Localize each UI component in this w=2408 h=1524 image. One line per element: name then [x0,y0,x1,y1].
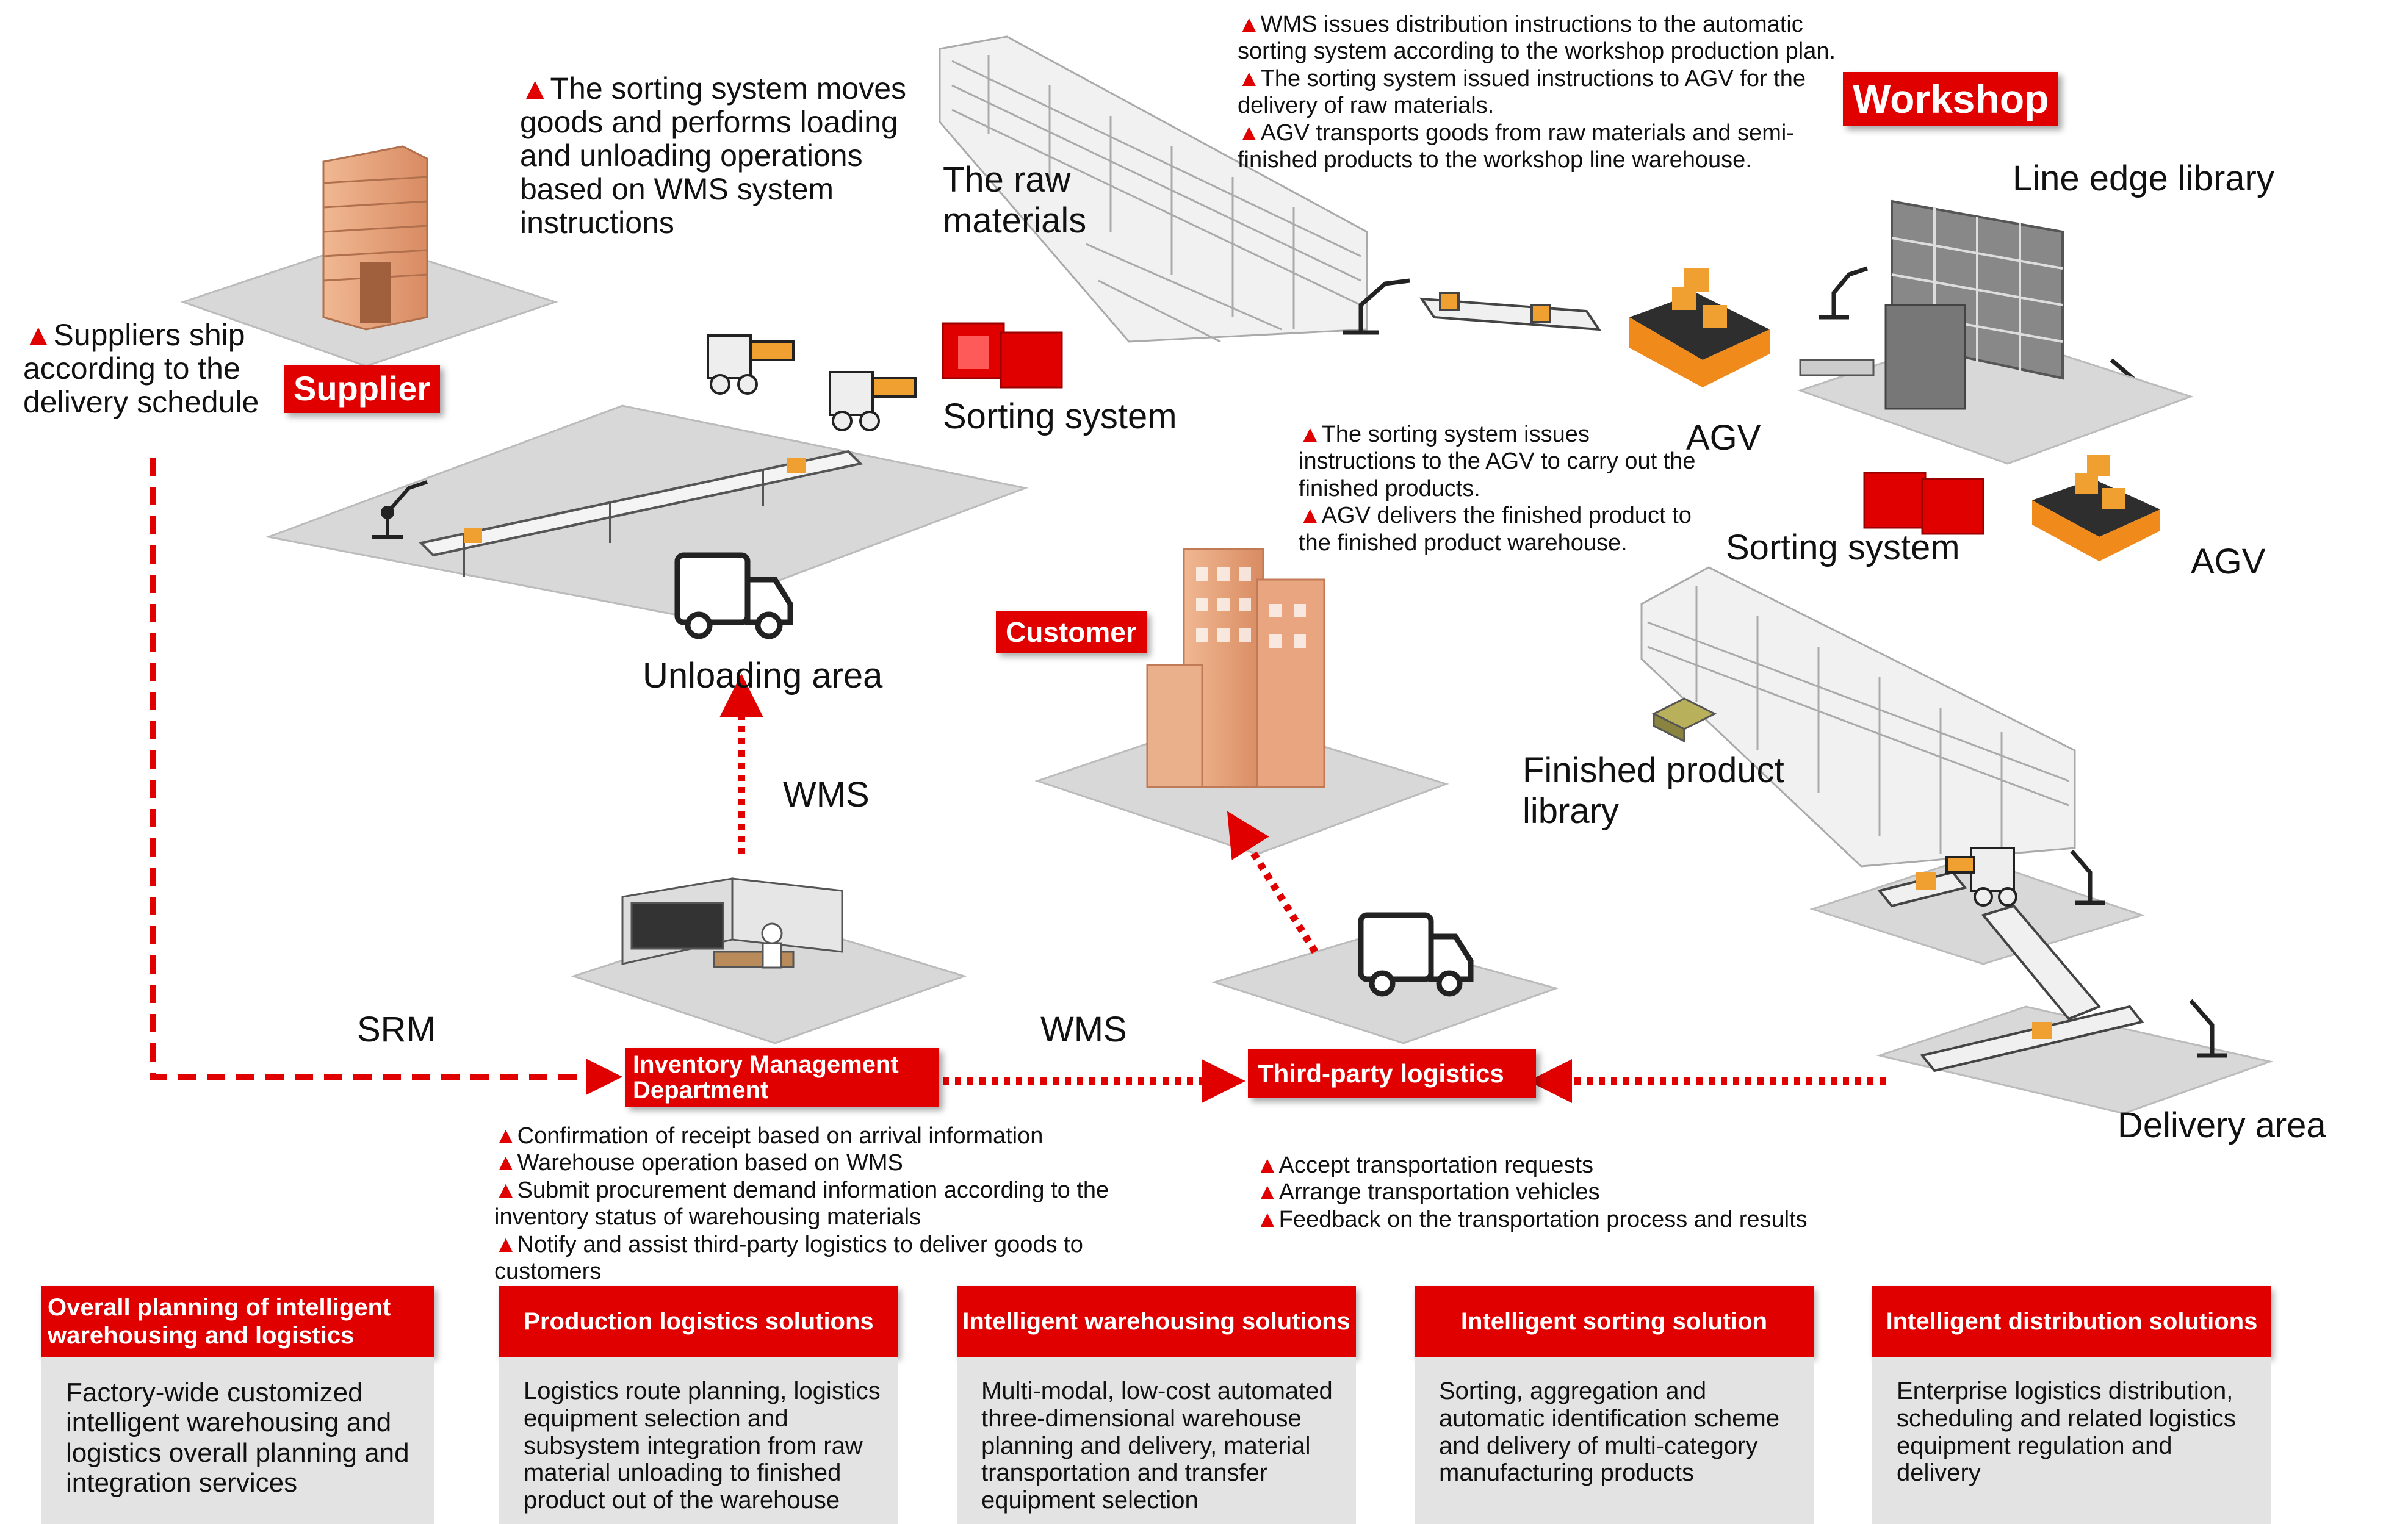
card-title: Intelligent sorting solution [1415,1286,1814,1357]
note-line: ▲Accept transportation requests [1256,1152,1594,1178]
note-line: ▲Arrange transportation vehicles [1256,1179,1600,1206]
third-party-platform [1211,912,1559,1044]
triangle-bullet-icon: ▲ [1256,1206,1279,1232]
triangle-bullet-icon: ▲ [1299,422,1322,447]
line-edge-library-label: Line edge library [2013,159,2274,198]
card-body: Multi-modal, low-cost automated three-di… [957,1357,1356,1524]
card-title: Intelligent warehousing solutions [957,1286,1356,1357]
sorting-box-icon [942,322,1063,389]
triangle-bullet-icon: ▲ [494,1123,517,1149]
card-body: Logistics route planning, logistics equi… [499,1357,898,1524]
solution-card: Production logistics solutions Logistics… [499,1286,898,1524]
triangle-bullet-icon: ▲ [494,1150,517,1176]
truck-icon [1358,912,1474,997]
note-line: ▲WMS issues distribution instructions to… [1238,12,1836,65]
robot-arm-icon [372,480,428,539]
card-body: Enterprise logistics distribution, sched… [1872,1357,2271,1524]
note-line: ▲Submit procurement demand information a… [494,1177,1109,1231]
card-title: Overall planning of intelligent warehous… [41,1286,434,1357]
note-line: ▲AGV transports goods from raw materials… [1238,120,1794,173]
workshop-tag: Workshop [1843,72,2059,127]
triangle-bullet-icon: ▲ [23,318,54,352]
truck-icon [674,552,793,639]
triangle-bullet-icon: ▲ [1238,65,1261,92]
robot-arm-icon [2070,849,2227,1058]
triangle-bullet-icon: ▲ [1256,1179,1279,1206]
card-title: Intelligent distribution solutions [1872,1286,2271,1357]
note-line: ▲Confirmation of receipt based on arriva… [494,1123,1044,1149]
note-line: ▲AGV delivers the finished product to th… [1299,503,1692,556]
card-body: Factory-wide customized intelligent ware… [41,1357,434,1524]
solution-card: Intelligent warehousing solutions Multi-… [957,1286,1356,1524]
logistics-tasks-note: ▲Accept transportation requests ▲Arrange… [1256,1152,1866,1233]
finished-product-library-label: Finished product library [1523,750,1784,831]
sensor-box-icon [1651,697,1717,743]
note-line: ▲Notify and assist third-party logistics… [494,1231,1083,1285]
delivery-platform [1809,847,2274,1115]
customer-tag: Customer [996,611,1147,653]
sorting-box-icon [1863,472,1984,535]
triangle-bullet-icon: ▲ [1238,12,1261,37]
unloading-area-label: Unloading area [643,656,883,696]
suppliers-ship-note: ▲Suppliers ship according to the deliver… [23,318,286,419]
triangle-bullet-icon: ▲ [1256,1152,1279,1178]
inventory-tasks-note: ▲Confirmation of receipt based on arriva… [494,1123,1141,1285]
note-line: ▲The sorting system issued instructions … [1238,65,1806,119]
agv-icon [1629,268,1770,387]
wms-label: WMS [1040,1010,1127,1049]
inventory-tag: Inventory Management Department [625,1048,939,1107]
sorting-moves-note: ▲The sorting system moves goods and perf… [520,72,917,240]
inventory-platform [571,877,967,1044]
card-body: Sorting, aggregation and automatic ident… [1415,1357,1814,1524]
note-line: ▲Suppliers ship according to the deliver… [23,318,259,419]
card-title: Production logistics solutions [499,1286,898,1357]
srm-label: SRM [357,1010,436,1049]
solution-card: Intelligent sorting solution Sorting, ag… [1415,1286,1814,1524]
flow-arrows [150,458,1886,1103]
triangle-bullet-icon: ▲ [520,71,550,106]
rack-warehouse-icon [939,35,1368,343]
finished-products-note: ▲The sorting system issues instructions … [1299,421,1701,556]
delivery-area-label: Delivery area [2118,1105,2326,1145]
agv-label: AGV [2191,542,2266,581]
note-line: ▲The sorting system moves goods and perf… [520,71,907,240]
note-line: ▲Feedback on the transportation process … [1256,1206,1808,1232]
forklift-icon [1945,847,2017,907]
triangle-bullet-icon: ▲ [494,1231,517,1257]
solution-card: Intelligent distribution solutions Enter… [1872,1286,2271,1524]
wms-label: WMS [783,775,870,814]
agv-label: AGV [1686,418,1761,458]
unloading-platform [265,404,1029,639]
sorting-system-label: Sorting system [943,397,1177,436]
control-desk-icon [621,877,843,969]
agv-icon [2032,455,2160,561]
wms-issues-note: ▲WMS issues distribution instructions to… [1238,11,1842,174]
rack-warehouse-icon [1640,566,2076,868]
line-edge-platform [1797,199,2194,465]
customer-building-icon [1146,548,1325,788]
workshop-conveyor [1419,292,1601,331]
triangle-bullet-icon: ▲ [1238,120,1261,146]
supplier-tag: Supplier [284,365,441,413]
supplier-building-icon [322,145,428,331]
solution-card: Overall planning of intelligent warehous… [41,1286,434,1524]
forklift-icon [707,334,917,431]
note-line: ▲Warehouse operation based on WMS [494,1150,903,1176]
triangle-bullet-icon: ▲ [494,1177,517,1203]
triangle-bullet-icon: ▲ [1299,503,1322,529]
sorting-system-label: Sorting system [1726,528,1960,567]
third-party-tag: Third-party logistics [1248,1049,1536,1099]
raw-materials-label: The raw materials [943,160,1087,240]
note-line: ▲The sorting system issues instructions … [1299,422,1696,501]
